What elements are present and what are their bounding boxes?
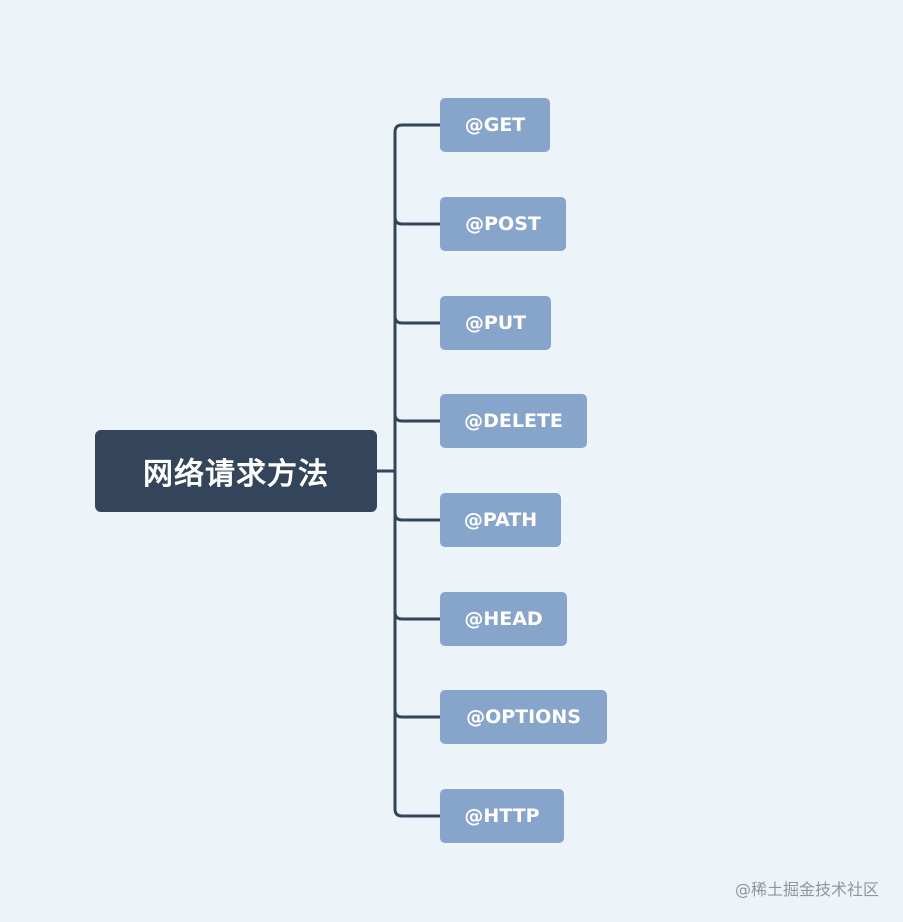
child-node-http[interactable]: @HTTP [440,789,564,843]
child-node-options[interactable]: @OPTIONS [440,690,607,744]
connector-branch [393,216,440,226]
child-node-get[interactable]: @GET [440,98,550,152]
child-node-label: @PATH [463,509,538,531]
connector-branch [393,512,440,522]
child-node-head[interactable]: @HEAD [440,592,567,646]
child-node-label: @HTTP [464,805,540,827]
connector-branch [393,611,440,621]
connector-branch [393,413,440,423]
child-node-label: @HEAD [464,608,543,630]
connector-branch [393,315,440,325]
watermark: @稀土掘金技术社区 [734,880,879,899]
child-node-put[interactable]: @PUT [440,296,551,350]
child-node-label: @POST [465,213,541,235]
child-node-label: @GET [464,114,526,136]
root-node[interactable]: 网络请求方法 [95,430,377,512]
root-node-label: 网络请求方法 [143,457,329,492]
connector-trunk [393,123,440,818]
child-node-label: @DELETE [464,410,563,432]
child-node-label: @PUT [464,312,527,334]
connector-branch [393,709,440,719]
child-node-label: @OPTIONS [466,706,581,728]
child-node-post[interactable]: @POST [440,197,566,251]
child-node-delete[interactable]: @DELETE [440,394,587,448]
child-node-path[interactable]: @PATH [440,493,561,547]
